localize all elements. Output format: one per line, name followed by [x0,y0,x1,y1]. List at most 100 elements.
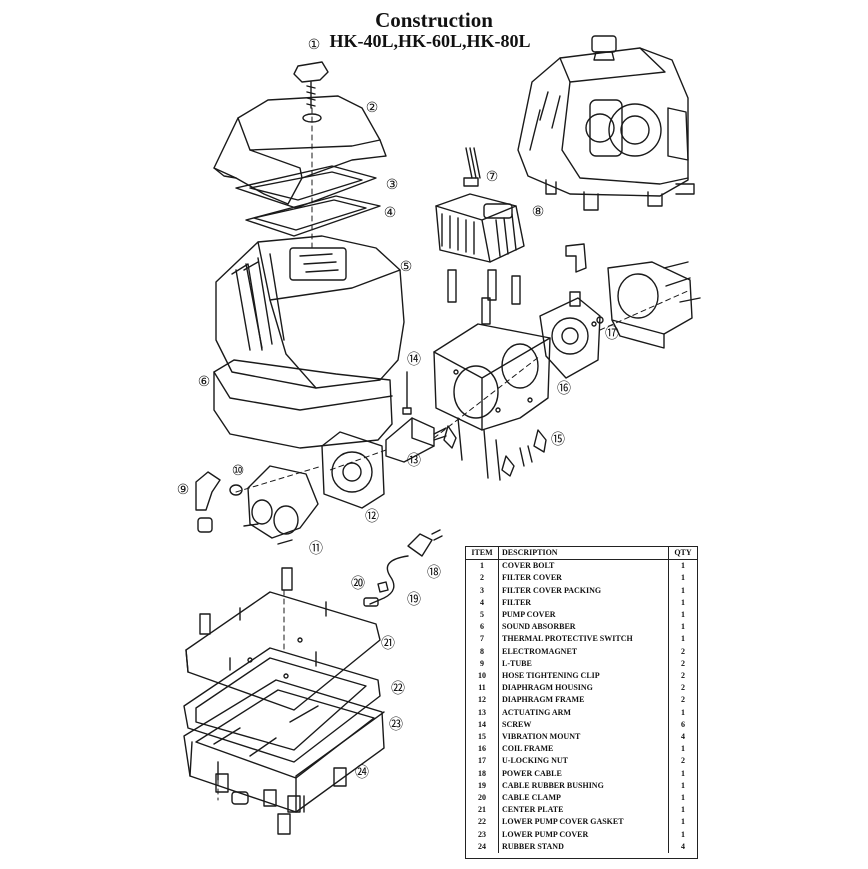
cell-qty: 2 [668,755,697,768]
callout-9: ⑨ [177,483,190,498]
cell-item: 17 [466,755,499,768]
cover-bolt-drawing [293,61,329,123]
callout-7: ⑦ [486,170,499,185]
header-description: DESCRIPTION [498,547,669,561]
cell-qty: 2 [668,657,697,671]
cell-qty: 1 [668,828,697,841]
cell-description: PUMP COVER [502,610,556,620]
cell-item: 10 [466,670,499,683]
callout-2: ② [366,101,379,116]
cell-qty: 1 [668,621,697,634]
cell-qty: 1 [668,559,697,573]
cell-description: CENTER PLATE [502,805,564,815]
left-diaphragm-drawing [321,431,385,509]
cell-item: 2 [466,572,499,585]
cell-description: VIBRATION MOUNT [502,732,581,742]
electromagnet-drawing [435,147,525,325]
cell-item: 3 [466,584,499,597]
cell-description: COVER BOLT [502,561,555,571]
cell-qty: 1 [668,706,697,719]
cell-qty: 4 [668,731,697,744]
screws-mounts-drawing [402,371,547,481]
callout-14: ⑭ [407,352,421,368]
page-title: Construction [375,8,493,32]
cell-qty: 4 [668,840,697,854]
lower-cover-drawing [183,679,385,813]
model-subtitle: HK-40L,HK-60L,HK-80L [329,31,531,51]
cell-description: CABLE CLAMP [502,793,561,803]
cell-qty: 1 [668,743,697,756]
cell-item: 11 [466,682,499,695]
cell-description: DIAPHRAGM HOUSING [502,683,593,693]
cell-item: 21 [466,804,499,817]
cell-qty: 1 [668,779,697,793]
callout-17: ⑰ [605,326,619,342]
rubber-stands-drawing [215,767,347,835]
callout-24: ㉔ [355,765,369,781]
cell-qty: 2 [668,645,697,658]
cell-item: 14 [466,718,499,732]
left-housing-drawing [195,465,319,545]
right-diaphragm-drawing [539,243,701,379]
cell-qty: 1 [668,596,697,610]
cell-item: 5 [466,609,499,622]
callout-15: ⑮ [551,432,565,448]
cell-item: 20 [466,792,499,805]
cell-description: DIAPHRAGM FRAME [502,695,585,705]
cell-description: SCREW [502,719,532,729]
cell-qty: 2 [668,682,697,695]
callout-5: ⑤ [400,260,413,275]
cell-qty: 2 [668,694,697,707]
pump-cover-drawing [215,235,405,389]
cell-qty: 1 [668,633,697,646]
cell-qty: 1 [668,767,697,780]
cell-qty: 1 [668,804,697,817]
cell-description: CABLE RUBBER BUSHING [502,780,604,790]
callout-19: ⑲ [407,592,421,608]
cell-qty: 1 [668,572,697,585]
cell-item: 6 [466,621,499,634]
cell-description: LOWER PUMP COVER [502,829,589,839]
center-plate-drawing [185,567,381,711]
callout-10: ⑩ [232,464,245,479]
cell-description: LOWER PUMP COVER GASKET [502,817,624,827]
cell-description: FILTER COVER PACKING [502,585,602,595]
cell-description: THERMAL PROTECTIVE SWITCH [502,634,633,644]
header-qty: QTY [668,547,697,561]
cell-item: 13 [466,706,499,719]
cell-item: 4 [466,596,499,610]
cell-description: FILTER [502,597,532,607]
cell-qty: 6 [668,718,697,732]
cell-description: U-LOCKING NUT [502,756,569,766]
callout-8: ⑧ [532,205,545,220]
cell-item: 18 [466,767,499,780]
callout-12: ⑫ [365,509,379,525]
cell-qty: 1 [668,584,697,597]
cell-item: 23 [466,828,499,841]
lower-gasket-drawing [183,647,381,763]
cell-description: ACTUATING ARM [502,707,571,717]
cell-description: HOSE TIGHTENING CLIP [502,671,600,681]
callout-6: ⑥ [198,375,211,390]
cell-description: ELECTROMAGNET [502,646,578,656]
callout-13: ⑬ [407,453,421,469]
cell-description: RUBBER STAND [502,841,564,851]
callout-18: ⑱ [427,565,441,581]
